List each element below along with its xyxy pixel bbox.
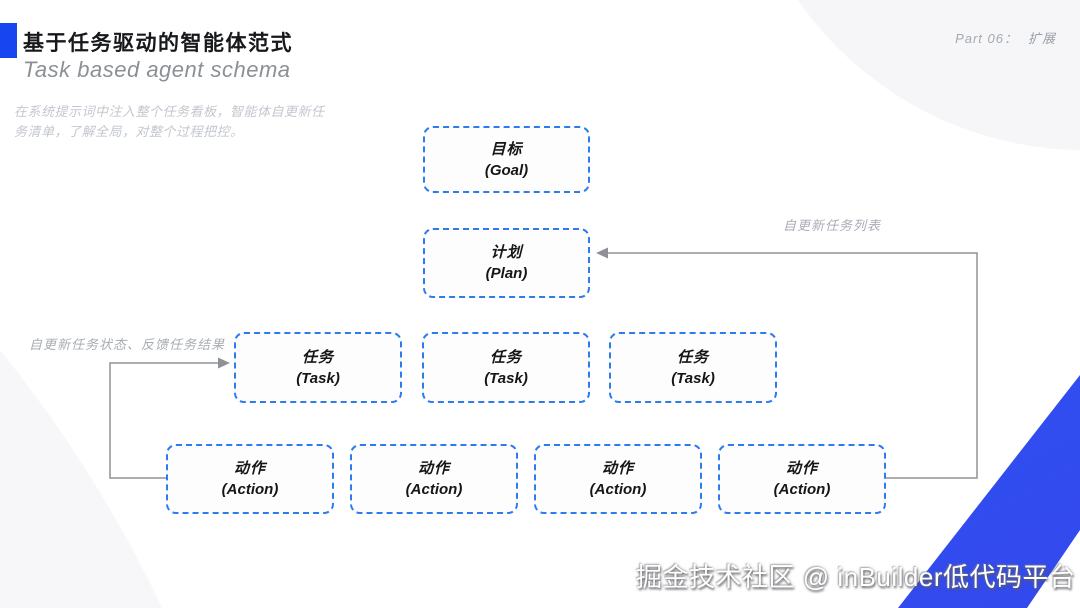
node-task-3-label-zh: 任务 — [676, 348, 709, 366]
edge-label-update-task-list: 自更新任务列表 — [783, 218, 882, 233]
node-plan-label-zh: 计划 — [490, 244, 523, 261]
background-circle-top-right — [736, 0, 1080, 150]
node-action-3: 动作 (Action) — [534, 444, 702, 514]
node-action-3-label-zh: 动作 — [601, 460, 634, 477]
node-task-1-label-zh: 任务 — [301, 348, 334, 366]
part-value: 扩展 — [1027, 31, 1056, 46]
title-accent-bar — [0, 23, 17, 58]
arrowhead-to-task — [218, 357, 230, 369]
node-action-1-label-zh: 动作 — [233, 460, 266, 477]
node-task-3: 任务 (Task) — [609, 332, 777, 403]
node-action-1-label-en: (Action) — [221, 481, 279, 498]
node-task-2-label-en: (Task) — [484, 369, 528, 387]
part-label: Part 06： — [955, 31, 1018, 46]
watermark: 掘金技术社区 @ inBuilder低代码平台 — [636, 562, 1076, 592]
node-action-2-label-zh: 动作 — [417, 460, 450, 477]
node-action-2: 动作 (Action) — [350, 444, 518, 514]
edge-label-update-task-status: 自更新任务状态、反馈任务结果 — [29, 337, 226, 352]
node-goal-label-en: (Goal) — [484, 161, 529, 179]
background-circle-bottom-left — [0, 0, 288, 608]
node-action-3-label-en: (Action) — [589, 481, 647, 498]
node-action-4-label-zh: 动作 — [785, 460, 818, 477]
node-action-2-label-en: (Action) — [405, 481, 463, 498]
node-goal-label-zh: 目标 — [490, 140, 523, 158]
node-plan: 计划 (Plan) — [423, 228, 590, 298]
node-task-1-label-en: (Task) — [296, 369, 340, 387]
part-indicator: Part 06： 扩展 — [955, 28, 1056, 47]
arrowhead-to-plan — [596, 247, 608, 259]
node-action-1: 动作 (Action) — [166, 444, 334, 514]
page-subtitle: Task based agent schema — [23, 57, 291, 82]
node-task-1: 任务 (Task) — [234, 332, 402, 403]
node-action-4-label-en: (Action) — [773, 481, 831, 498]
node-task-2-label-zh: 任务 — [489, 348, 522, 366]
node-action-4: 动作 (Action) — [718, 444, 886, 514]
node-plan-label-en: (Plan) — [485, 265, 528, 282]
page-title: 基于任务驱动的智能体范式 — [23, 32, 293, 55]
page-description: 在系统提示词中注入整个任务看板，智能体自更新任务清单，了解全局，对整个过程把控。 — [14, 104, 325, 139]
node-task-3-label-en: (Task) — [671, 369, 715, 387]
node-task-2: 任务 (Task) — [422, 332, 590, 403]
node-goal: 目标 (Goal) — [423, 126, 590, 193]
